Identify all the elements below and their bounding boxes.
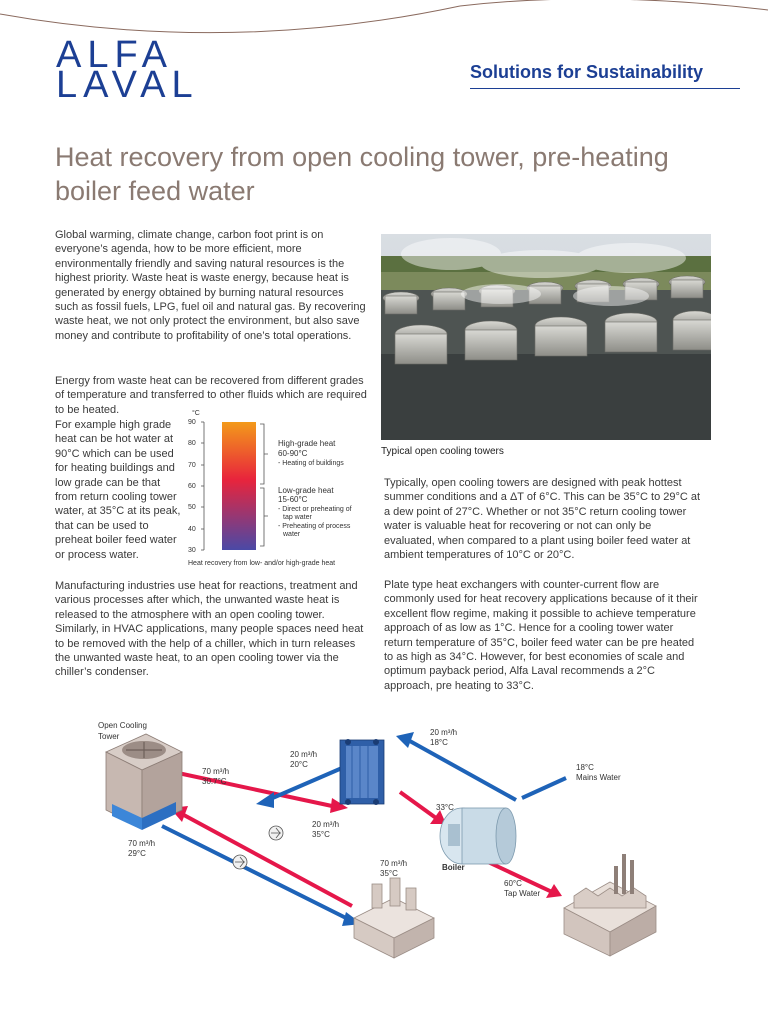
pump-icon (232, 854, 248, 870)
high-grade-use: - Heating of buildings (278, 460, 344, 467)
low-grade-use-2: tap water (283, 514, 312, 521)
flow-f-label: Mains Water (576, 773, 621, 782)
low-grade-range: 15-60°C (278, 495, 308, 504)
low-grade-bracket (260, 487, 268, 547)
low-grade-use-3: - Preheating of process (278, 523, 351, 530)
tick-80: 80 (188, 440, 196, 447)
chart-unit-label: °C (192, 409, 200, 417)
flow-e-rate: 20 m³/h (430, 728, 457, 737)
flow-g-temp: 33°C (436, 803, 454, 812)
process-plant-icon (353, 877, 435, 959)
plate-heat-exchanger-icon (339, 739, 385, 805)
alfa-laval-logo: ALFA LAVAL (56, 34, 199, 106)
header-rule (470, 88, 740, 89)
tower-label-2: Tower (98, 732, 120, 741)
page-title: Heat recovery from open cooling tower, p… (55, 142, 669, 206)
flow-d-rate: 20 m³/h (312, 820, 339, 829)
chart-caption: Heat recovery from low- and/or high-grad… (188, 560, 335, 567)
tower-label-1: Open Cooling (98, 721, 147, 730)
temperature-gradient-bar (222, 422, 256, 550)
tick-90: 90 (188, 419, 196, 426)
cold-pipe-mains-in (396, 732, 567, 802)
hot-pipe-tower-to-hx (163, 768, 348, 813)
tick-50: 50 (188, 504, 196, 511)
flow-c-temp: 20°C (290, 760, 308, 769)
flow-h-temp: 35°C (380, 869, 398, 878)
energy-paragraph: Energy from waste heat can be recovered … (55, 375, 367, 416)
high-grade-bracket (260, 423, 268, 485)
boiler-icon (439, 807, 517, 865)
tick-30: 30 (188, 547, 196, 554)
tick-70: 70 (188, 462, 196, 469)
hot-pipe-boiler-to-plant (487, 860, 562, 898)
pump-icon (268, 825, 284, 841)
photo-caption: Typical open cooling towers (381, 446, 504, 457)
manufacturing-paragraph: Manufacturing industries use heat for re… (55, 580, 364, 679)
flow-a-temp: 30.7°C (202, 777, 227, 786)
cold-pipe-hx-out (256, 766, 343, 808)
flow-f-temp: 18°C (576, 763, 594, 772)
cooling-tower-icon (105, 733, 183, 830)
tagline: Solutions for Sustainability (470, 62, 704, 82)
flow-h-rate: 70 m³/h (380, 859, 407, 868)
high-grade-range: 60-90°C (278, 449, 308, 458)
hot-pipe-hx-to-boiler (398, 790, 446, 824)
low-grade-use-1: - Direct or preheating of (278, 506, 352, 513)
cold-pipe-tower-to-plant (161, 824, 362, 926)
header-arc (0, 0, 768, 34)
high-grade-title: High-grade heat (278, 439, 336, 448)
low-grade-title: Low-grade heat (278, 486, 334, 495)
plate-exchanger-paragraph: Plate type heat exchangers with counter-… (384, 579, 698, 692)
flow-b-temp: 29°C (128, 849, 146, 858)
low-grade-use-4: water (282, 531, 301, 538)
flow-b-rate: 70 m³/h (128, 839, 155, 848)
flow-d-temp: 35°C (312, 830, 330, 839)
cooling-tower-paragraph: Typically, open cooling towers are desig… (384, 477, 701, 562)
factory-icon (563, 854, 657, 957)
cooling-towers-photo (381, 234, 711, 440)
flow-c-rate: 20 m³/h (290, 750, 317, 759)
tick-40: 40 (188, 526, 196, 533)
boiler-label: Boiler (442, 863, 465, 872)
chart-ticks: 90 80 70 60 50 40 30 (188, 419, 204, 554)
example-paragraph: For example high grade heat can be hot w… (55, 419, 181, 561)
tick-60: 60 (188, 483, 196, 490)
flow-a-rate: 70 m³/h (202, 767, 229, 776)
temperature-grade-chart: °C 90 80 70 60 50 40 30 High-grade heat … (188, 409, 352, 567)
heat-recovery-diagram: Open Cooling Tower Boiler (98, 721, 657, 959)
flow-e-temp: 18°C (430, 738, 448, 747)
flow-i-label: Tap Water (504, 889, 540, 898)
intro-paragraph: Global warming, climate change, carbon f… (55, 229, 366, 342)
flow-i-temp: 60°C (504, 879, 522, 888)
